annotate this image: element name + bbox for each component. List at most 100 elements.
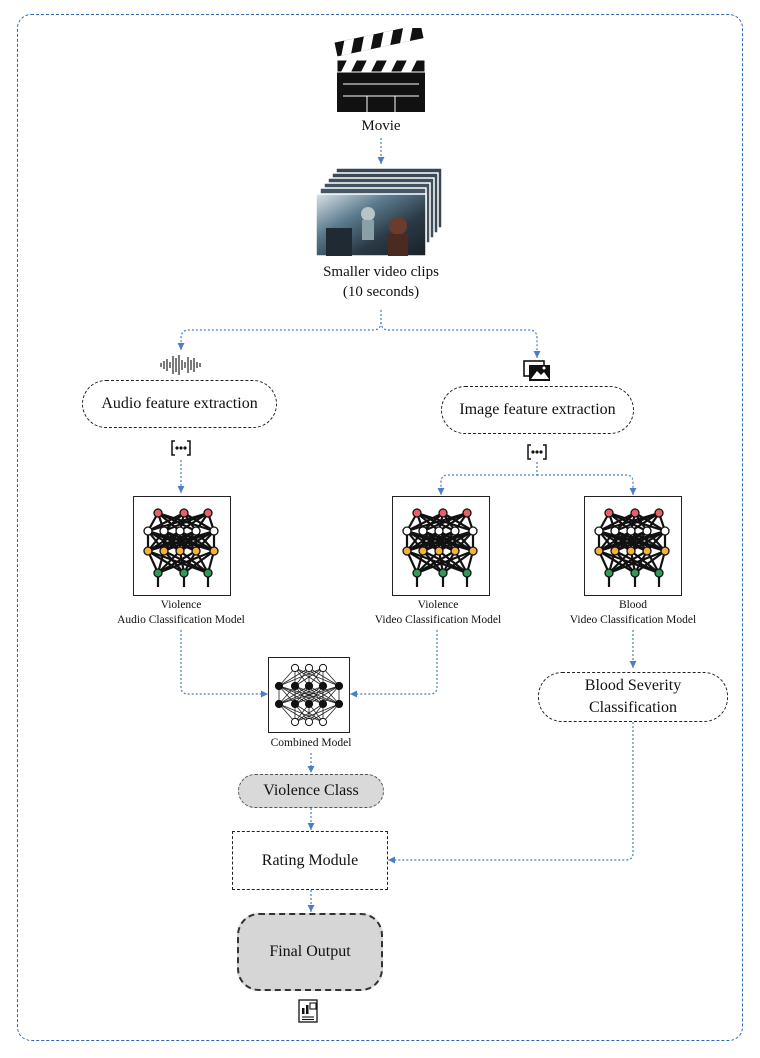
network-node	[402, 546, 412, 556]
network-edge	[294, 667, 324, 687]
network-node	[334, 681, 344, 691]
network-edge	[278, 703, 310, 723]
combined-model-label: Combined Model	[270, 737, 352, 749]
network-edge	[147, 550, 185, 574]
violence-video-model-network	[392, 496, 490, 596]
violence-video-model-line2: Video Classification Model	[374, 614, 502, 626]
network-edge	[294, 703, 324, 723]
network-edge	[406, 550, 444, 574]
blood-severity-classification-box: Blood Severity Classification	[538, 672, 728, 722]
network-edge	[294, 667, 340, 687]
network-node	[304, 717, 314, 727]
combined-model-network	[268, 657, 350, 733]
network-edge	[442, 550, 474, 574]
final-output-box: Final Output	[237, 913, 383, 991]
blood-video-model-line2: Video Classification Model	[569, 614, 697, 626]
violence-audio-model-line2: Audio Classification Model	[117, 614, 245, 626]
audio-feature-extraction-label: Audio feature extraction	[101, 395, 258, 412]
network-node	[304, 663, 314, 673]
network-edge	[308, 703, 340, 723]
network-node	[318, 717, 328, 727]
blood-severity-line1: Blood Severity	[584, 676, 682, 694]
network-node	[143, 546, 153, 556]
blood-video-model-network	[584, 496, 682, 596]
network-edge	[630, 512, 660, 532]
network-edge	[630, 550, 660, 574]
network-node	[462, 508, 472, 518]
network-edge	[157, 550, 181, 574]
network-node	[418, 546, 428, 556]
network-edge	[308, 685, 340, 705]
network-node	[594, 526, 604, 536]
network-edge	[422, 529, 474, 553]
network-edge	[147, 512, 185, 532]
network-edge	[598, 550, 636, 574]
network-edge	[608, 512, 632, 532]
violence-class-label: Violence Class	[263, 782, 359, 799]
network-edge	[438, 530, 474, 552]
clips-label-line2: (10 seconds)	[342, 284, 420, 300]
connector-audio-model-to-combined	[180, 630, 268, 698]
network-edge	[438, 512, 468, 532]
network-node	[654, 568, 664, 578]
network-edge	[630, 530, 666, 552]
network-node	[153, 508, 163, 518]
network-edge	[614, 550, 636, 574]
network-edge	[416, 512, 440, 532]
network-node	[274, 699, 284, 709]
network-node	[642, 526, 652, 536]
network-node	[304, 681, 314, 691]
network-node	[191, 526, 201, 536]
network-node	[660, 526, 670, 536]
network-edge	[163, 550, 185, 574]
network-edge	[278, 685, 310, 705]
network-node	[179, 568, 189, 578]
violence-audio-model-line1: Violence	[160, 599, 202, 611]
connector-image-features-to-blood	[537, 474, 637, 495]
network-node	[434, 526, 444, 536]
network-edge	[608, 549, 666, 575]
network-node	[318, 681, 328, 691]
network-edge	[422, 511, 468, 533]
network-node	[418, 526, 428, 536]
violence-audio-model-network	[133, 496, 231, 596]
network-node	[660, 546, 670, 556]
network-node	[402, 526, 412, 536]
network-edge	[438, 550, 468, 574]
network-edge	[614, 511, 660, 533]
network-edge	[422, 550, 444, 574]
connector-clips-split	[177, 310, 382, 350]
network-edge	[442, 512, 474, 532]
network-node	[209, 546, 219, 556]
network-node	[642, 546, 652, 556]
video-frames-icon	[316, 167, 443, 257]
audio-feature-extraction-box: Audio feature extraction	[82, 380, 277, 428]
network-node	[209, 526, 219, 536]
network-node	[468, 526, 478, 536]
network-edge	[278, 703, 324, 723]
network-edge	[614, 529, 666, 553]
network-edge	[634, 512, 666, 532]
network-node	[610, 546, 620, 556]
neural-network-icon	[594, 508, 670, 587]
connector-severity-to-rating	[388, 722, 634, 864]
violence-class-box: Violence Class	[238, 774, 384, 808]
blood-video-model-line1: Blood	[618, 599, 648, 611]
network-node	[175, 526, 185, 536]
connector-clips-to-image	[380, 321, 541, 358]
combined-network-icon	[274, 663, 344, 727]
network-node	[203, 508, 213, 518]
network-edge	[278, 685, 324, 705]
network-node	[654, 508, 664, 518]
network-node	[159, 526, 169, 536]
network-edge	[278, 685, 340, 705]
network-node	[604, 568, 614, 578]
network-node	[626, 546, 636, 556]
network-node	[290, 681, 300, 691]
rating-module-box: Rating Module	[232, 831, 388, 890]
network-edge	[179, 530, 215, 552]
network-node	[434, 546, 444, 556]
network-node	[630, 508, 640, 518]
sound-wave-icon	[160, 355, 201, 375]
network-node	[412, 508, 422, 518]
